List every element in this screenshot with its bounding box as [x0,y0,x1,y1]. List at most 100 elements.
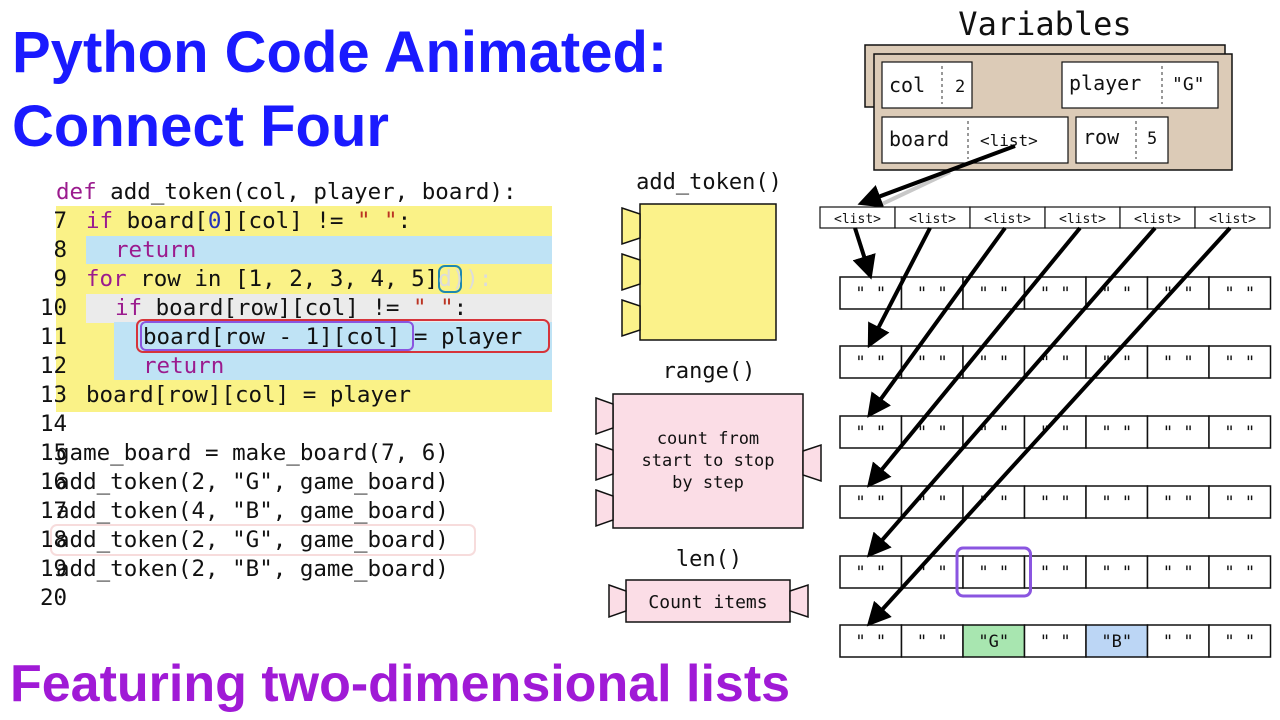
variable-name: row [1083,125,1120,149]
code-line: 8 if board[0][col] != " ": [53,208,412,263]
board-cell: " " [900,415,964,449]
board-cell: " " [1023,276,1087,310]
board-cell: " " [1208,345,1272,379]
board-row: " "" "" "" "" "" "" " [839,345,1272,379]
variable-value: 5 [1147,129,1157,149]
len-body: Count items [648,592,767,613]
svg-text:" ": " " [1040,284,1071,304]
board-cell: " " [962,345,1026,379]
board-cell: " " [1146,624,1210,658]
highlighted-cell [955,546,1032,598]
subtitle: Featuring two-dimensional lists [10,655,791,713]
svg-text:"B": "B" [1101,632,1132,652]
board-row: " " " " " " " " " " " " " " [839,555,1272,589]
code-line: 11 if board[row][col] != " ": [40,295,468,350]
board-row: " "" "" "" "" "" "" " [839,485,1272,519]
board-cell: " " [1023,555,1087,589]
inner-rows: " "" "" "" "" "" "" "" "" "" "" "" "" ""… [839,276,1272,658]
svg-text:" ": " " [1163,284,1194,304]
svg-text:" ": " " [978,284,1009,304]
board-cell: " " [962,415,1026,449]
svg-text:" ": " " [1101,563,1132,583]
highlight-call-line [50,524,476,556]
svg-text:" ": " " [1101,493,1132,513]
svg-text:" ": " " [1224,353,1255,373]
outer-list-cell: <list> [894,206,971,229]
svg-text:" ": " " [978,493,1009,513]
svg-text:<list>: <list> [1209,212,1256,227]
svg-text:" ": " " [1224,284,1255,304]
board-cell: " " [1146,276,1210,310]
board-cell: " " [1023,345,1087,379]
frame-front [873,53,1233,171]
svg-text:<list>: <list> [1059,212,1106,227]
board-ghost-arrow [879,170,951,207]
variable-value: 2 [955,77,965,97]
svg-text:" ": " " [1101,353,1132,373]
code-line: 14 board[row][col] = player [40,382,412,437]
outer-list-cell: <list> [1044,206,1121,229]
svg-text:" ": " " [1224,563,1255,583]
svg-text:" ": " " [855,632,886,652]
outer-list-cell: <list> [1194,206,1271,229]
svg-text:" ": " " [917,284,948,304]
svg-text:" ": " " [855,353,886,373]
highlight-if-body [86,236,552,264]
board-reference-arrow [857,144,1016,208]
code-panel [0,178,600,598]
svg-text:<list>: <list> [984,212,1031,227]
code-line: 13 return [40,353,225,408]
board-cell: " " [1085,276,1149,310]
svg-text:" ": " " [1224,493,1255,513]
board-cell: " " [962,276,1026,310]
svg-text:" ": " " [855,493,886,513]
board-cell: " " [900,485,964,519]
variable-row: row 5 [1075,116,1169,164]
board-cell: " " [839,345,903,379]
board-cell: " " [1023,415,1087,449]
svg-text:" ": " " [855,563,886,583]
code-line: 18 add_token(4, "B", game_board) [40,498,449,553]
board-cell: " " [1146,555,1210,589]
board-cell: " " [1023,624,1087,658]
svg-text:" ": " " [917,493,948,513]
svg-text:" ": " " [978,563,1009,583]
board-cell: " " [1085,345,1149,379]
board-cell: " " [1146,415,1210,449]
board-cell: " " [900,555,964,589]
svg-text:" ": " " [917,632,948,652]
board-cell: " " [900,276,964,310]
variable-value: "G" [1172,74,1205,95]
svg-text:" ": " " [1040,632,1071,652]
svg-text:" ": " " [917,423,948,443]
board-row: " "" "" "" "" "" "" " [839,415,1272,449]
board-cell: " " [1023,485,1087,519]
row-pointer-arrow [866,226,1082,488]
board-cell: " " [1208,624,1272,658]
title-line-2: Connect Four [12,94,389,159]
board-cell: "B" [1085,624,1149,658]
highlight-for-body [86,294,552,323]
board-cell: " " [962,485,1026,519]
board-cell: " " [900,624,964,658]
code-line: 16 game_board = make_board(7, 6) [40,440,449,495]
code-line: 12 board[row - 1][col] = player [40,324,523,379]
board-cell: " " [839,415,903,449]
board-cell: " " [839,555,903,589]
svg-text:<list>: <list> [834,212,881,227]
svg-text:" ": " " [1040,493,1071,513]
outer-list-cell: <list> [819,206,896,229]
frame-back [864,44,1226,108]
code-line: 10 for row in [1, 2, 3, 4, 5]d)): [40,266,493,321]
range-box: count from start to stop by step [595,393,822,529]
board-row: " "" ""G"" ""B"" "" " [839,624,1272,658]
board-cell: "G" [962,624,1026,658]
code-line: 20 add_token(2, "B", game_board) [40,556,449,611]
board-cell: " " [1146,345,1210,379]
board-cell: " " [1208,415,1272,449]
len-label: len() [676,547,742,572]
code-line: 15 [40,440,68,466]
row-arrows [852,226,1232,627]
svg-text:" ": " " [1101,423,1132,443]
svg-text:<list>: <list> [1134,212,1181,227]
